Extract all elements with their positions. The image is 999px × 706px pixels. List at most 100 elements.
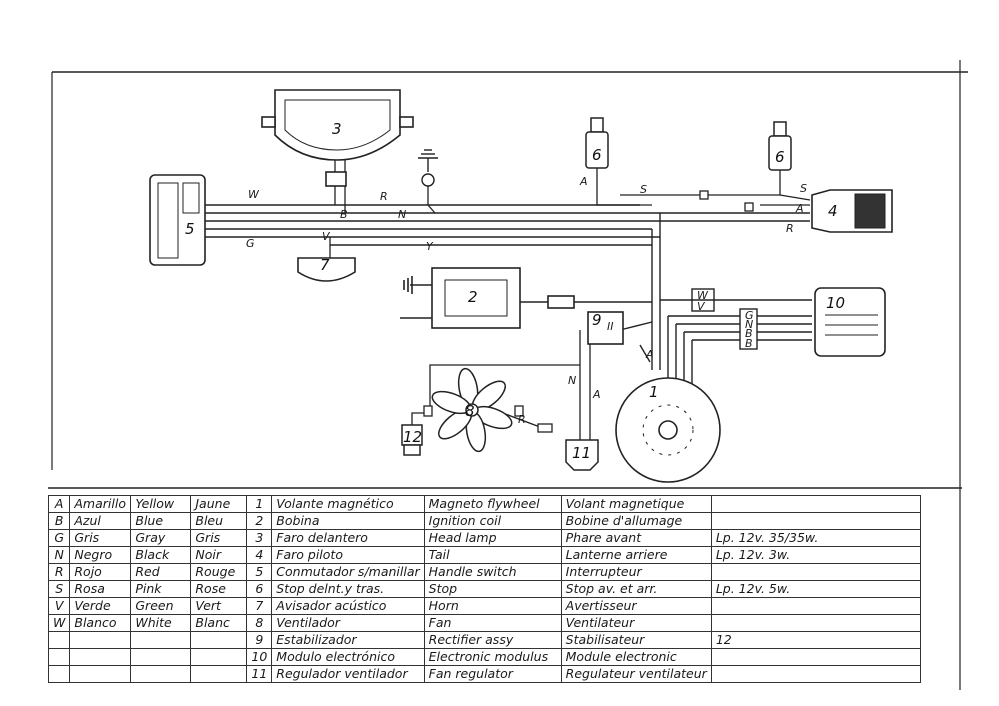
part-spec-cell — [710, 495, 921, 513]
color-french-cell: Rouge — [190, 563, 248, 581]
color-code-cell: S — [47, 580, 71, 598]
part-french-cell: Stabilisateur — [560, 631, 712, 649]
wire-label-gnbb-b1: B — [745, 327, 753, 340]
color-english-cell: Pink — [130, 580, 192, 598]
horn-7 — [297, 257, 356, 282]
color-code-cell: G — [47, 529, 71, 547]
part-number-cell: 9 — [246, 631, 273, 649]
part-spec-cell — [710, 648, 921, 666]
wire-label-gnbb-n: N — [745, 318, 753, 331]
part-number-cell: 2 — [246, 512, 273, 530]
fan-regulator-11 — [565, 439, 599, 471]
ignition-coil-2 — [400, 267, 575, 329]
part-spanish-cell: Stop delnt.y tras. — [271, 580, 425, 598]
part-spec-cell — [710, 665, 921, 683]
color-spanish-cell — [69, 665, 132, 683]
color-french-cell: Jaune — [190, 495, 248, 513]
part-spanish-cell: Faro piloto — [271, 546, 425, 564]
part-spec-cell: Lp. 12v. 35/35w. — [710, 529, 921, 547]
wire-labels: W B R N G V Y A S S A R W V G N B B N A … — [246, 175, 807, 426]
wire-label-s-stop: S — [640, 183, 647, 196]
label-c2: 2 — [468, 288, 478, 306]
fan-wiring — [411, 330, 591, 440]
wire-label-n: N — [398, 208, 406, 221]
label-c10: 10 — [826, 294, 845, 312]
part-english-cell: Fan regulator — [423, 665, 562, 683]
color-english-cell — [130, 665, 192, 683]
color-english-cell — [130, 631, 192, 649]
part-spanish-cell: Conmutador s/manillar — [271, 563, 425, 581]
color-french-cell: Vert — [190, 597, 248, 615]
color-spanish-cell — [69, 648, 132, 666]
wv-connector — [691, 288, 758, 350]
color-english-cell: Yellow — [130, 495, 192, 513]
label-c12: 12 — [403, 428, 422, 446]
label-c9: 9 — [592, 311, 602, 329]
part-spec-cell — [710, 563, 921, 581]
part-french-cell: Module electronic — [560, 648, 712, 666]
part-number-cell: 11 — [246, 665, 273, 683]
color-english-cell: Black — [130, 546, 192, 564]
part-number-cell: 7 — [246, 597, 273, 615]
color-french-cell — [190, 648, 248, 666]
rectifier-9 — [587, 311, 624, 345]
label-c3: 3 — [332, 120, 342, 138]
wire-label-y: Y — [426, 240, 434, 253]
part-english-cell: Tail — [423, 546, 562, 564]
color-code-cell: A — [47, 495, 71, 513]
part-english-cell: Horn — [423, 597, 562, 615]
wire-label-r-tail: R — [786, 222, 794, 235]
color-english-cell — [130, 648, 192, 666]
color-code-cell — [47, 631, 71, 649]
component-numbers: 3 5 7 6 6 4 2 9 10 1 8 12 11 — [185, 120, 845, 462]
part-spanish-cell: Faro delantero — [271, 529, 425, 547]
part-number-cell: 5 — [246, 563, 273, 581]
part-english-cell: Handle switch — [423, 563, 562, 581]
part-french-cell: Avertisseur — [560, 597, 712, 615]
part-english-cell: Stop — [423, 580, 562, 598]
color-french-cell: Rose — [190, 580, 248, 598]
ground-symbol — [418, 149, 438, 187]
stop-lamp-6-right — [768, 121, 792, 171]
fan-8 — [431, 367, 513, 453]
part-number-cell: 4 — [246, 546, 273, 564]
label-c6b: 6 — [775, 148, 785, 166]
part-spec-cell — [710, 512, 921, 530]
electronic-module-10 — [814, 287, 886, 357]
wire-label-gnbb-b2: B — [745, 337, 753, 350]
part-spec-cell: 12 — [710, 631, 921, 649]
part-spec-cell: Lp. 12v. 5w. — [710, 580, 921, 598]
wire-label-w: W — [248, 188, 260, 201]
color-english-cell: Blue — [130, 512, 192, 530]
handle-switch-5 — [149, 174, 206, 266]
part-spanish-cell: Avisador acústico — [271, 597, 425, 615]
wire-label-r-fan: R — [518, 413, 526, 426]
label-c8: 8 — [465, 402, 475, 420]
color-code-cell: R — [47, 563, 71, 581]
color-french-cell — [190, 665, 248, 683]
part-spanish-cell: Bobina — [271, 512, 425, 530]
wire-label-b: B — [340, 208, 348, 221]
part-number-cell: 10 — [246, 648, 273, 666]
part-spanish-cell: Volante magnético — [271, 495, 425, 513]
wire-label-r: R — [380, 190, 388, 203]
part-number-cell: 8 — [246, 614, 273, 632]
color-english-cell: Gray — [130, 529, 192, 547]
headlamp-3 — [261, 89, 414, 187]
color-code-cell — [47, 665, 71, 683]
label-c6a: 6 — [592, 146, 602, 164]
wire-label-gnbb-g: G — [745, 309, 754, 322]
label-c5: 5 — [185, 220, 195, 238]
part-french-cell: Lanterne arriere — [560, 546, 712, 564]
part-french-cell: Ventilateur — [560, 614, 712, 632]
label-c4: 4 — [828, 202, 838, 220]
wire-label-a-stop: A — [579, 175, 588, 188]
